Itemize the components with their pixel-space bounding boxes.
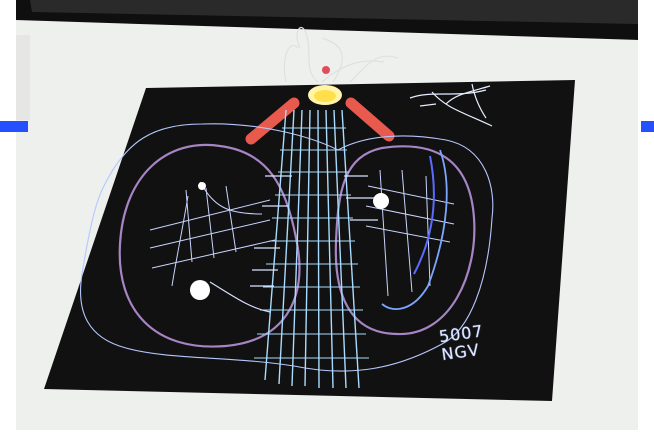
small-light bbox=[198, 182, 206, 190]
light-left bbox=[190, 280, 210, 300]
wire-bundle bbox=[284, 28, 398, 82]
red-dot bbox=[322, 66, 330, 74]
light-right bbox=[373, 193, 389, 209]
